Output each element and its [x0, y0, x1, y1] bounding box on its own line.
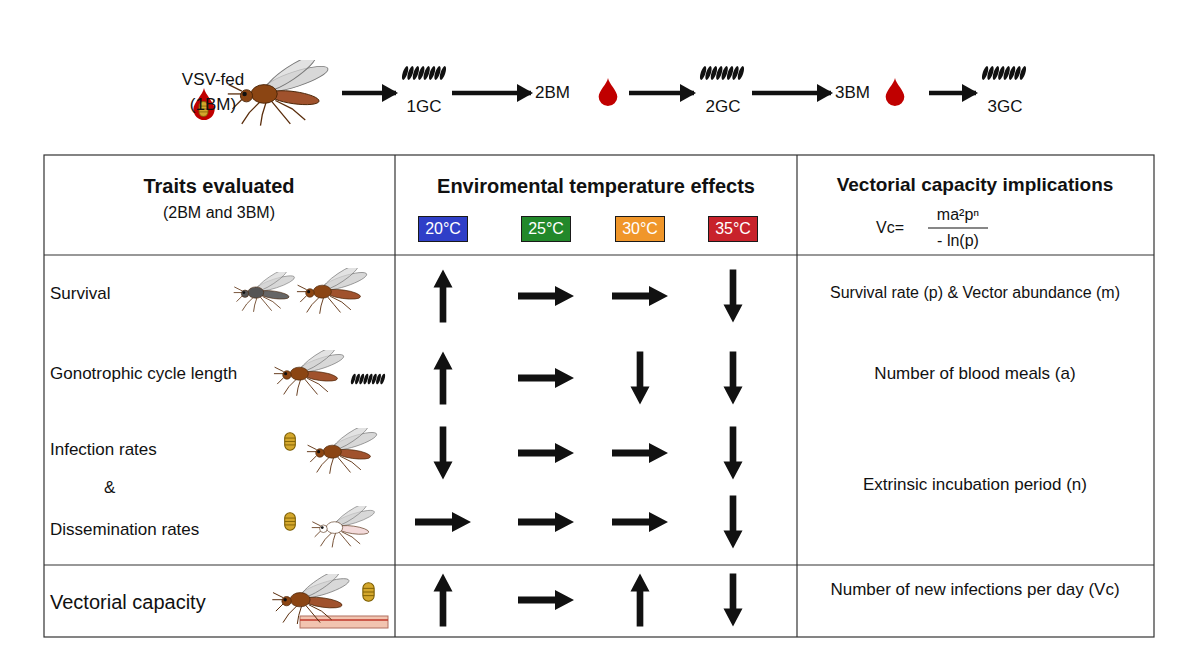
formula-part: - ln(p) — [918, 230, 998, 252]
table-cell: & — [104, 476, 144, 500]
temperature-box: 30°C — [615, 216, 665, 242]
trend-arrow — [518, 368, 574, 388]
blood-drop — [886, 78, 905, 106]
skin — [300, 616, 388, 628]
table-header: (2BM and 3BM) — [119, 202, 319, 224]
stage-label: 3BM — [835, 81, 885, 106]
stage-node: 2GC — [698, 62, 748, 124]
stage-node: 1GC — [400, 62, 448, 124]
temperature-label: 35°C — [715, 217, 751, 240]
sand-fly — [274, 344, 345, 396]
trend-arrow — [518, 443, 574, 463]
virus-particle — [285, 433, 296, 450]
skin-vessel — [300, 619, 388, 621]
stage-label: 2GC — [706, 95, 741, 120]
egg-cluster — [401, 65, 448, 80]
formula-part: ma²pⁿ — [918, 204, 998, 226]
stage-label: 1GC — [407, 95, 442, 120]
fraction-bar — [928, 227, 988, 228]
egg-cluster — [350, 373, 386, 385]
table-header: Vectorial capacity implications — [799, 172, 1151, 199]
table-grid — [44, 155, 1154, 637]
table-header: Enviromental temperature effects — [398, 172, 794, 200]
formula-part: Vc= — [876, 217, 922, 239]
trend-arrow — [724, 269, 743, 322]
trend-arrow — [631, 573, 650, 626]
trend-arrow — [415, 512, 471, 532]
trend-arrow — [724, 426, 743, 479]
trend-arrow — [434, 573, 453, 626]
trend-arrow — [612, 443, 668, 463]
sand-fly-dissected — [312, 501, 376, 547]
stage-node: 3BM — [835, 62, 925, 124]
table-cell: Vectorial capacity — [50, 588, 260, 616]
virus-particle — [363, 583, 374, 602]
trend-arrow — [434, 351, 453, 404]
stage-node: VSV-fed (1BM) — [88, 62, 338, 124]
temperature-box: 20°C — [418, 216, 468, 242]
table-header: Traits evaluated — [54, 172, 384, 200]
stage-label: VSV-fed (1BM) — [172, 68, 254, 117]
table-cell: Gonotrophic cycle length — [50, 362, 265, 386]
blood-drop — [599, 78, 618, 106]
sand-fly — [297, 262, 368, 314]
trend-arrow — [434, 426, 453, 479]
table-cell: Survival rate (p) & Vector abundance (m) — [800, 282, 1150, 304]
table-cell: Dissemination rates — [50, 518, 250, 542]
egg-cluster — [981, 65, 1028, 80]
trend-arrow — [612, 512, 668, 532]
table-cell: Number of blood meals (a) — [805, 362, 1145, 386]
trend-arrow — [631, 351, 650, 404]
table-cell: Infection rates — [50, 438, 250, 462]
temperature-label: 30°C — [622, 217, 658, 240]
temperature-box: 25°C — [521, 216, 571, 242]
trend-arrow — [518, 286, 574, 306]
trend-arrow — [518, 590, 574, 610]
egg-cluster — [699, 65, 746, 80]
flow-arrow — [452, 91, 531, 96]
trend-arrow — [724, 351, 743, 404]
temperature-box: 35°C — [708, 216, 758, 242]
flow-arrow — [752, 91, 831, 96]
trend-arrow — [434, 269, 453, 322]
table-cell: Number of new infections per day (Vc) — [830, 578, 1120, 602]
virus-particle — [285, 513, 296, 530]
trend-arrow — [518, 512, 574, 532]
temperature-label: 20°C — [425, 217, 461, 240]
stage-label: 3GC — [988, 95, 1023, 120]
table-cell: Extrinsic incubation period (n) — [805, 473, 1145, 497]
table-cell: Survival — [50, 282, 200, 306]
trend-arrow — [724, 573, 743, 626]
stage-node: 2BM — [535, 62, 625, 124]
dead-sand-fly — [234, 267, 296, 312]
flow-arrow — [929, 91, 976, 96]
temperature-label: 25°C — [528, 217, 564, 240]
stage-node: 3GC — [980, 62, 1030, 124]
trend-arrow — [724, 495, 743, 548]
sand-fly — [307, 422, 378, 474]
stage-label: 2BM — [535, 81, 585, 106]
flow-arrow — [629, 91, 694, 96]
flow-arrow — [342, 91, 396, 96]
trend-arrow — [612, 286, 668, 306]
biting-sand-fly — [272, 567, 350, 624]
